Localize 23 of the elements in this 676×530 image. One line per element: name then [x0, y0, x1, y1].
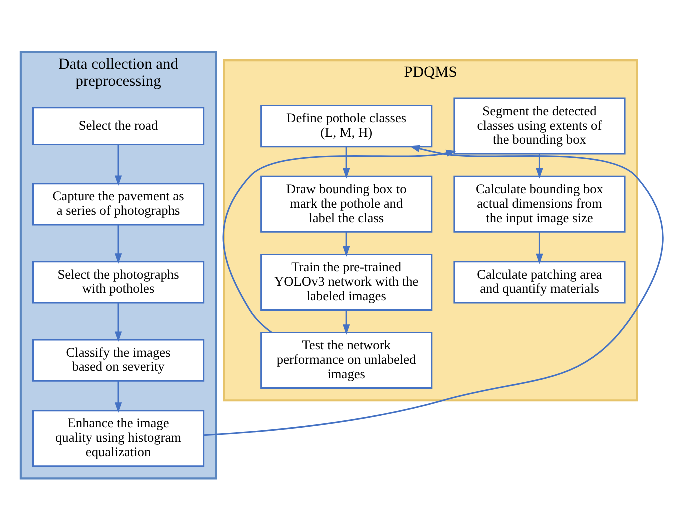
node-box: Select the photographs with potholes [32, 260, 205, 304]
node-box: Segment the detected classes using extents of the bounding box [454, 97, 626, 154]
node-box: Capture the pavement as a series of photographs [32, 182, 205, 226]
arrow [536, 154, 544, 178]
node-box: Define pothole classes (L, M, H) [260, 104, 433, 148]
arrow [114, 144, 122, 186]
arrow [114, 380, 122, 412]
arrow [204, 144, 664, 436]
node-box: Train the pre-trained YOLOv3 network with the labeled images [260, 253, 433, 310]
node-box: Test the network performance on unlabeled images [260, 332, 433, 389]
arrow [536, 232, 544, 264]
arrow [343, 146, 350, 178]
node-box: Classify the images based on severity [32, 338, 205, 382]
node-box: Select the road [32, 106, 205, 146]
node-box: Calculate patching area and quantify materials [454, 260, 626, 304]
node-box: Enhance the image quality using histogram equalization [32, 410, 205, 467]
arrow [343, 232, 350, 256]
arrow [343, 310, 350, 334]
arrow [222, 149, 457, 333]
node-box: Calculate bounding box actual dimensions from the input image size [454, 175, 626, 232]
arrow [114, 302, 122, 342]
arrow [114, 224, 122, 264]
node-box: Draw bounding box to mark the pothole and label the class [260, 175, 433, 232]
